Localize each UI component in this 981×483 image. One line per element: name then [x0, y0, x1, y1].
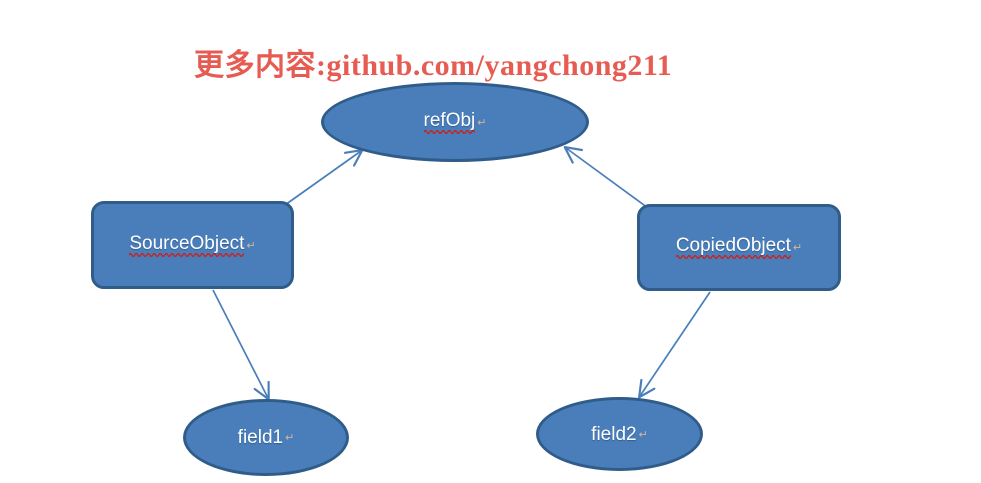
- edge-copiedobject-to-field2: [638, 291, 711, 399]
- node-field2[interactable]: field2 ↵: [536, 397, 703, 471]
- paragraph-mark-icon: ↵: [285, 432, 295, 444]
- node-sourceobject-label: SourceObject: [129, 233, 245, 257]
- node-copiedobject-label: CopiedObject: [675, 236, 791, 259]
- node-field1[interactable]: field1 ↵: [183, 399, 349, 476]
- node-field1-label: field1: [237, 427, 284, 448]
- node-sourceobject[interactable]: SourceObject ↵: [91, 201, 294, 289]
- node-copiedobject[interactable]: CopiedObject ↵: [637, 204, 841, 291]
- paragraph-mark-icon: ↵: [638, 428, 648, 441]
- paragraph-mark-icon: ↵: [792, 242, 803, 254]
- paragraph-mark-icon: ↵: [477, 116, 487, 129]
- paragraph-mark-icon: ↵: [246, 239, 256, 252]
- node-field2-label: field2: [591, 423, 637, 445]
- edge-sourceobject-to-field1: [212, 289, 270, 401]
- edge-copiedobject-to-refobj: [563, 145, 649, 209]
- watermark-text: 更多内容:github.com/yangchong211: [194, 49, 673, 82]
- node-refobj-label: refObj: [423, 110, 476, 134]
- node-refobj[interactable]: refObj ↵: [321, 82, 589, 162]
- edge-sourceobject-to-refobj: [284, 149, 364, 206]
